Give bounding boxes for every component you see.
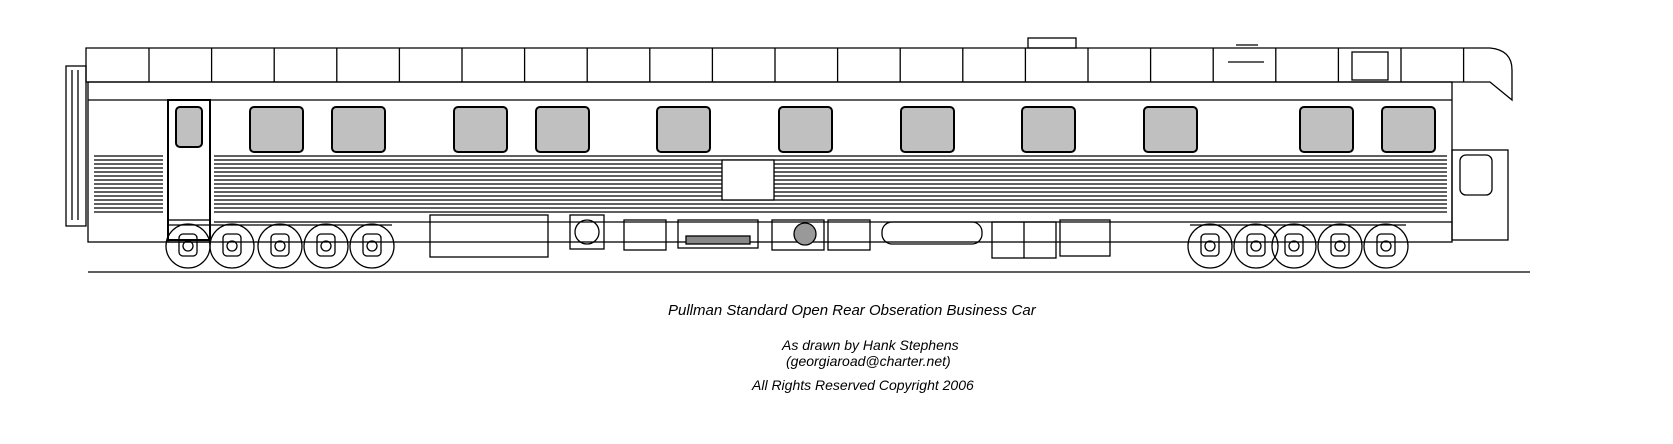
truck-wheel	[257, 223, 303, 269]
drawing-title: Pullman Standard Open Rear Obseration Bu…	[668, 302, 1036, 319]
truck-wheel	[209, 223, 255, 269]
window	[1143, 106, 1198, 153]
truck-wheel	[303, 223, 349, 269]
window	[535, 106, 590, 153]
author-email: (georgiaroad@charter.net)	[786, 353, 951, 369]
roof	[85, 47, 1513, 102]
truck-wheel	[1187, 223, 1233, 269]
window	[331, 106, 386, 153]
window	[1381, 106, 1436, 153]
vestibule-door	[167, 99, 211, 241]
fluted-side-panel	[94, 155, 1447, 213]
copyright-notice: All Rights Reserved Copyright 2006	[752, 377, 974, 393]
truck-wheel	[1363, 223, 1409, 269]
truck-wheel	[1271, 223, 1317, 269]
truck-wheel	[349, 223, 395, 269]
name-board	[721, 159, 775, 201]
truck-wheel	[165, 223, 211, 269]
window	[1021, 106, 1076, 153]
window	[778, 106, 833, 153]
window	[453, 106, 508, 153]
truck-wheel	[1317, 223, 1363, 269]
window	[1299, 106, 1354, 153]
windows	[249, 106, 1436, 153]
rear-platform	[1451, 149, 1509, 241]
window	[656, 106, 711, 153]
trucks	[165, 223, 1409, 269]
window	[249, 106, 304, 153]
roof-panel-lines	[148, 48, 1465, 82]
battery-box	[429, 214, 549, 258]
truck-wheel	[1233, 223, 1279, 269]
window	[900, 106, 955, 153]
end-diaphragm	[65, 65, 87, 227]
author-credit: As drawn by Hank Stephens	[782, 337, 959, 353]
